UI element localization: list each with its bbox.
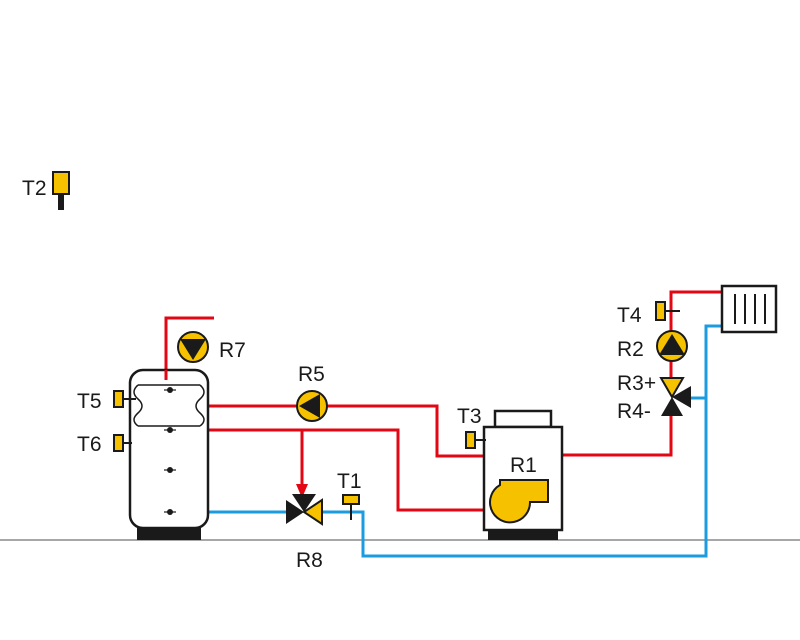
- sensor-t2: [52, 171, 70, 210]
- tank-body: [128, 368, 210, 530]
- label-t4: T4: [617, 304, 642, 327]
- label-t3: T3: [457, 405, 482, 428]
- radiator-body: [720, 284, 778, 334]
- temperature-sensor-icon: [655, 301, 666, 321]
- label-r5: R5: [298, 363, 325, 386]
- temperature-sensor-icon: [52, 171, 70, 195]
- tank-base: [137, 528, 201, 540]
- three-way-valve-r3-r4: [659, 377, 691, 416]
- boiler-base: [488, 530, 558, 540]
- pump-r7: [177, 331, 209, 363]
- pipes: [164, 290, 722, 558]
- radiator-icon: [720, 284, 778, 334]
- label-t5: T5: [77, 390, 102, 413]
- burner-fan-icon: [489, 479, 549, 524]
- flow-arrow-icon: [296, 484, 308, 498]
- valve-top-port: [292, 494, 316, 512]
- label-r7: R7: [219, 339, 246, 362]
- sensor-t1: [342, 494, 360, 520]
- sensor-probe: [58, 194, 64, 210]
- tank-coil-right: [195, 384, 205, 427]
- label-r2: R2: [617, 338, 644, 361]
- three-way-valve-icon: [286, 500, 304, 524]
- three-way-valve-icon: [659, 377, 685, 399]
- tank-coil-left: [133, 384, 143, 427]
- label-r1: R1: [510, 454, 537, 477]
- three-way-valve-r8: [286, 494, 323, 526]
- pump-arrow-left-icon: [299, 394, 320, 418]
- label-r4: R4-: [617, 400, 651, 423]
- valve-open-port: [302, 498, 323, 526]
- sensor-t6: [113, 434, 132, 452]
- temperature-sensor-icon: [465, 431, 476, 449]
- pipe-cold-return: [320, 324, 722, 558]
- labels: T2 R7 R5 T5 T6 T3 R1 T1 R8 T4 R2 R3+ R4-: [22, 177, 656, 572]
- tank-connection-dots: [164, 387, 176, 515]
- label-r3: R3+: [617, 372, 656, 395]
- label-t1: T1: [337, 470, 362, 493]
- temperature-sensor-icon: [113, 390, 124, 408]
- sensor-t5: [113, 390, 136, 408]
- valve-side-port: [672, 386, 691, 408]
- pipe-boiler-flow: [562, 415, 673, 457]
- valve-bottom-port: [661, 397, 683, 416]
- sensor-t4: [655, 301, 680, 321]
- pump-r5: [296, 390, 328, 422]
- label-r8: R8: [296, 549, 323, 572]
- label-t6: T6: [77, 433, 102, 456]
- pump-arrow-down-icon: [180, 339, 206, 360]
- sensor-t3: [465, 431, 486, 449]
- boiler-top: [493, 409, 553, 429]
- label-t2: T2: [22, 177, 47, 200]
- temperature-sensor-icon: [342, 494, 360, 505]
- pump-r2: [656, 330, 688, 362]
- boiler-icon: [482, 409, 564, 540]
- storage-tank-icon: [128, 368, 210, 540]
- pipe-r7-loop: [164, 316, 214, 378]
- temperature-sensor-icon: [113, 434, 124, 452]
- pump-arrow-up-icon: [659, 334, 685, 355]
